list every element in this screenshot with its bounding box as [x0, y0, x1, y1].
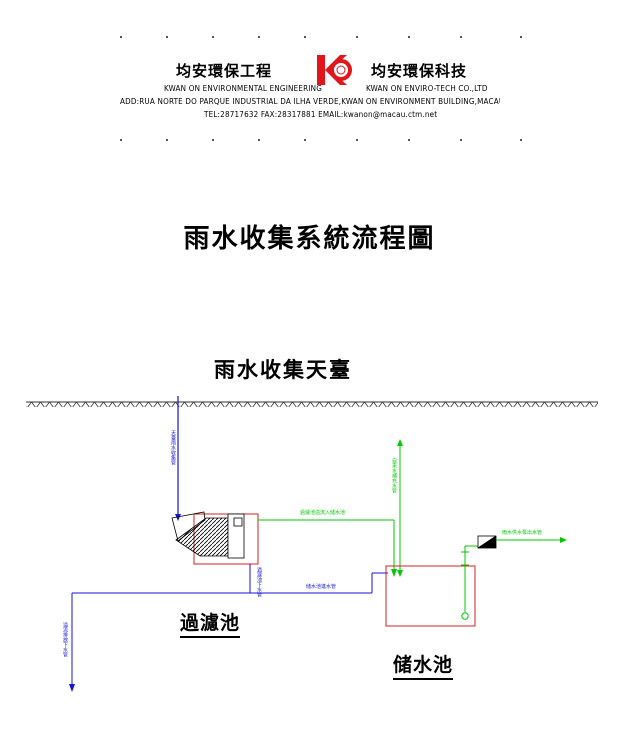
storage-tank: [385, 565, 476, 627]
storage-tank-label: 储水池: [393, 650, 454, 680]
rain-down-pipe: [175, 396, 181, 521]
company-name-en-left: KWAN ON ENVIRONMENTAL ENGINEERING: [164, 84, 322, 93]
filter-to-storage-pipe: [258, 519, 397, 577]
label-filter-down-pipe: 過濾池下水管: [256, 567, 262, 597]
filter-tank: [171, 511, 259, 565]
roof-label: 雨水收集天臺: [214, 358, 352, 382]
makeup-water-pipe: [397, 439, 403, 577]
company-name-cn-right: 均安環保科技: [371, 62, 468, 80]
label-overflow-drain: 溢流排放下水管: [62, 622, 68, 657]
company-name-en-right: KWAN ON ENVIRO-TECH CO.,LTD: [366, 84, 488, 93]
label-rain-down-pipe: 天臺雨水收集管: [170, 430, 176, 465]
company-address: ADD:RUA NORTE DO PARQUE INDUSTRIAL DA IL…: [120, 97, 500, 106]
label-pump-outlet: 雨水供水泵出水管: [502, 530, 543, 536]
company-contact: TEL:28717632 FAX:28317881 EMAIL:kwanon@m…: [204, 110, 438, 119]
label-filter-to-storage: 過濾池溢流入储水池: [300, 510, 346, 516]
filter-tank-label: 過濾池: [180, 608, 241, 638]
company-name-cn-left: 均安環保工程: [176, 62, 273, 80]
roof-ground-line: [26, 401, 598, 407]
pump-outlet-pipe: [461, 535, 567, 620]
filter-down-pipe: [69, 564, 388, 692]
label-storage-inlet: 储水池進水管: [306, 584, 337, 590]
company-logo-icon: [317, 55, 352, 85]
diagram-title: 雨水收集系統流程圖: [183, 224, 436, 254]
label-makeup-water: 自來水補充水管: [391, 458, 397, 493]
